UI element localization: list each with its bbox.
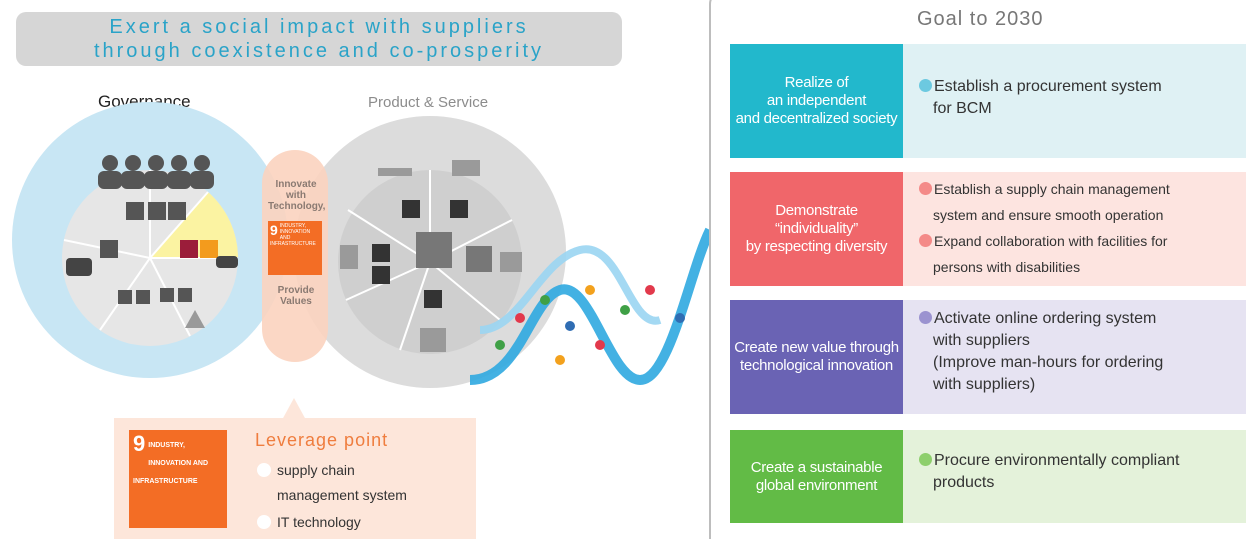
middle-top-line-2: with <box>286 190 306 201</box>
handshake-icon <box>216 256 238 268</box>
goal-row-label: Demonstrate “individuality” by respectin… <box>730 172 903 286</box>
sdg9-big-number: 9 <box>133 431 146 456</box>
goal-row-content: Establish a procurement system for BCM <box>903 44 1246 158</box>
middle-top-line-3: Technology, <box>268 201 326 212</box>
goal-label-line: Realize of <box>784 74 849 91</box>
people-icon <box>98 155 214 189</box>
goal-row-2: Demonstrate “individuality” by respectin… <box>730 172 1246 286</box>
scale-icon <box>66 258 92 276</box>
product-sdg-tiles <box>372 200 492 308</box>
middle-top-text: Innovate with Technology, <box>268 179 326 212</box>
goal-item-text: Expand collaboration with facilities for <box>934 233 1168 249</box>
goal-row-content: Activate online ordering system with sup… <box>903 300 1246 414</box>
governance-sdg-tiles <box>100 202 218 304</box>
goal-item-text: Establish a procurement system <box>934 78 1162 95</box>
goal-label-line: global environment <box>755 476 878 494</box>
goal-item-text: with suppliers) <box>933 376 1036 393</box>
goal-label-line: Create new value through <box>734 339 899 356</box>
sdg9-small-label: INDUSTRY, INNOVATION AND INFRASTRUCTURE <box>270 223 316 247</box>
middle-bottom-line-1: Provide <box>277 285 315 296</box>
goal-item-text: for BCM <box>933 100 992 117</box>
factory-icon <box>378 160 480 176</box>
goal-item-text: with suppliers <box>933 332 1030 349</box>
sdg9-small-number: 9 <box>270 222 278 238</box>
goal-item-text: persons with disabilities <box>933 259 1081 275</box>
goal-item-text: products <box>933 474 995 491</box>
goal-row-3: Create new value through technological i… <box>730 300 1246 414</box>
sdg9-big-tile: 9 INDUSTRY, INNOVATION AND INFRASTRUCTUR… <box>129 430 227 528</box>
goal-label-line: an independent <box>766 92 867 109</box>
leverage-item-2: IT technology <box>257 513 361 531</box>
product-service-title: Product & Service <box>368 94 489 111</box>
goal-label-line: “individuality” <box>774 220 859 237</box>
leverage-item-text: IT technology <box>277 514 361 530</box>
bullet-icon <box>919 182 932 195</box>
bullet-icon <box>919 311 932 324</box>
goal-row-label: Create a sustainable global environment <box>730 430 903 523</box>
goal-item-text: system and ensure smooth operation <box>933 207 1164 223</box>
goal-row-label: Create new value through technological i… <box>730 300 903 414</box>
headline-banner: Exert a social impact with suppliers thr… <box>16 12 622 66</box>
middle-top-line-1: Innovate <box>275 179 317 190</box>
leverage-item-text: management system <box>277 487 407 503</box>
bullet-icon <box>257 463 271 477</box>
bullet-icon <box>257 515 271 529</box>
leverage-item-1: supply chain <box>257 461 355 479</box>
leverage-item-text: supply chain <box>277 462 355 478</box>
goal-label-line: Create a sustainable <box>750 458 883 476</box>
goal-label-line: technological innovation <box>740 357 893 374</box>
sdg9-small-tile: 9 INDUSTRY, INNOVATION AND INFRASTRUCTUR… <box>268 221 322 275</box>
goal-row-label: Realize of an independent and decentrali… <box>730 44 903 158</box>
leverage-title: Leverage point <box>255 430 389 450</box>
recycle-icon <box>185 310 205 328</box>
goal-item-text: (Improve man-hours for ordering <box>933 354 1164 371</box>
goals-frame <box>709 0 1247 539</box>
bullet-icon <box>919 453 932 466</box>
sdg9-big-label: INDUSTRY, INNOVATION AND INFRASTRUCTURE <box>133 442 209 485</box>
leverage-pointer <box>282 398 306 420</box>
helix-arrow-icon <box>469 227 710 386</box>
goal-label-line: by respecting diversity <box>745 238 888 255</box>
goal-label-line: and decentralized society <box>735 110 898 127</box>
bullet-icon <box>919 234 932 247</box>
bullet-icon <box>919 79 932 92</box>
goal-row-content: Procure environmentally compliant produc… <box>903 430 1246 523</box>
goal-item-text: Activate online ordering system <box>934 310 1157 327</box>
middle-bottom-line-2: Values <box>280 296 312 307</box>
goal-item-text: Establish a supply chain management <box>934 181 1170 197</box>
goal-row-4: Create a sustainable global environment … <box>730 430 1246 523</box>
goal-title: Goal to 2030 <box>917 8 1044 30</box>
middle-bottom-text: Provide Values <box>268 285 324 307</box>
goal-row-content: Establish a supply chain management syst… <box>903 172 1246 286</box>
banner-line-2: through coexistence and co-prosperity <box>93 40 545 62</box>
goal-row-1: Realize of an independent and decentrali… <box>730 44 1246 158</box>
goal-item-text: Procure environmentally compliant <box>934 452 1180 469</box>
leverage-item-1-cont: management system <box>257 486 407 504</box>
banner-line-1: Exert a social impact with suppliers <box>109 16 529 38</box>
governance-product-diagram <box>12 102 710 388</box>
goal-label-line: Demonstrate <box>775 202 858 219</box>
building-icon <box>340 245 522 352</box>
